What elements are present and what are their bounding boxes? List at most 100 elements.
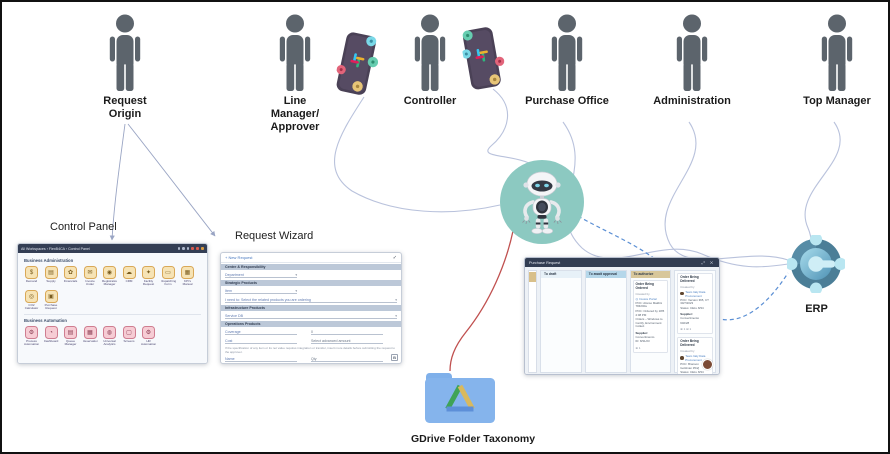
slack-phone-icon: [461, 27, 505, 90]
card-owner: Team Italy Data Procurement: [680, 290, 710, 298]
person-icon: [551, 14, 583, 91]
field-label: Department: [225, 273, 244, 277]
control-panel-app[interactable]: ▦ KPI's Manual: [180, 266, 195, 287]
help-icon[interactable]: [186, 247, 189, 250]
field-value: Qty: [310, 357, 384, 363]
app-icon: ☁: [122, 266, 136, 279]
form-field[interactable]: I need to: Select the related products y…: [221, 295, 401, 304]
app-label: HR Automation: [141, 340, 156, 347]
card-text-line: POC: Branson Goldman 354/j: [680, 362, 700, 370]
confirm-check-icon[interactable]: ✓: [392, 254, 397, 261]
form-field-row[interactable]: Cost Select advanced amount: [221, 336, 401, 345]
expand-icon[interactable]: ⤢: [701, 260, 707, 265]
card-title: Order Being Delivered: [680, 339, 699, 348]
form-field-row[interactable]: Total (NET) Weight: [221, 363, 401, 364]
form-field[interactable]: Service DB▾: [221, 311, 401, 320]
form-field[interactable]: Item▾: [221, 286, 401, 295]
wizard-toolbar: + New Request ✓: [221, 253, 401, 263]
actor-label: Top Manager: [803, 95, 871, 107]
settings-icon[interactable]: [182, 247, 185, 250]
card-link-chip[interactable]: ◎ Invoice Portal: [636, 297, 666, 301]
control-panel-app[interactable]: ▢ Screens: [122, 326, 137, 347]
form-section-header: Strategic Products: [221, 280, 401, 286]
chevron-down-icon: ▾: [295, 273, 298, 277]
control-panel-app[interactable]: ✦ Facility Request: [141, 266, 156, 287]
user-avatar[interactable]: [702, 359, 713, 370]
new-request-button[interactable]: + New Request: [225, 255, 253, 260]
close-icon[interactable]: ✕: [709, 260, 715, 265]
card-text-line: Orders – Windows to Certify, Environment…: [635, 317, 663, 329]
app-label: Dispatching Form: [160, 280, 176, 287]
owner-name: Team Italy Data Procurement: [685, 289, 706, 298]
app-label: Invoice Under: [85, 280, 95, 287]
app-label: Facility Request: [142, 280, 155, 287]
search-icon[interactable]: [177, 247, 180, 250]
app-icon: ▦: [83, 326, 97, 339]
card-field-value: Convertimento: [635, 334, 655, 339]
breadcrumb: All Workspaces › FlexB4CA › Control Pane…: [21, 246, 90, 251]
kanban-card[interactable]: Order Being Delivered Created by Team It…: [677, 273, 713, 335]
form-helper-text: If the specification of any item or its …: [225, 346, 395, 354]
control-panel-app[interactable]: ◍ Universal Analytics: [102, 326, 117, 347]
field-label: Service DB: [225, 314, 243, 318]
control-panel-app[interactable]: ▣ Purchase Request: [44, 290, 59, 311]
control-panel-app[interactable]: ▦ Reservations: [83, 326, 98, 347]
control-panel-app[interactable]: ✿ Financials: [63, 266, 78, 287]
control-panel-app[interactable]: ▤ Supply: [44, 266, 59, 287]
control-panel-app[interactable]: ☁ CRM: [122, 266, 137, 287]
kanban-card[interactable]: Order Being Delivered Created by Team It…: [677, 337, 713, 374]
person-icon: [414, 14, 446, 91]
control-panel-app[interactable]: ◎ CO2 Calculator: [24, 290, 39, 311]
currency-icon: B: [391, 354, 398, 361]
column-cards: Order Being Delivered Created by Team It…: [675, 271, 715, 374]
board-title: Purchase Request: [529, 260, 561, 265]
app-label: Dashboard: [43, 340, 59, 343]
control-panel-app[interactable]: ▭ Dispatching Form: [161, 266, 176, 287]
control-panel-app[interactable]: ✉ Invoice Under: [83, 266, 98, 287]
app-grid-row: ◎ CO2 Calculator ▣ Purchase Request: [24, 290, 201, 311]
actor-controller: Controller: [385, 14, 475, 108]
app-label: CO2 Calculator: [24, 304, 39, 311]
kanban-card[interactable]: Order Being Ordered Created by ◎ Invoice…: [632, 280, 669, 353]
control-panel-caption: Control Panel: [50, 221, 117, 233]
app-label: Queue Manager: [64, 340, 77, 347]
form-field-row[interactable]: Name Qty: [221, 354, 401, 363]
avatar: [680, 356, 684, 360]
notification-icon[interactable]: [191, 247, 194, 250]
avatar[interactable]: [201, 247, 204, 250]
actor-label: Request Origin: [103, 95, 147, 120]
board-side-rail: [528, 270, 537, 373]
app-icon: ⚙: [25, 326, 38, 339]
actor-label: Controller: [403, 95, 457, 107]
control-panel-app[interactable]: ⚙ HR Automation: [141, 326, 156, 347]
app-label: Reservations: [82, 340, 98, 343]
actor-line-manager-approver: Line Manager/ Approver: [250, 14, 340, 134]
column-cards: [541, 278, 581, 372]
control-panel-titlebar: All Workspaces › FlexB4CA › Control Pane…: [18, 244, 207, 253]
automation-robot-badge: [500, 160, 584, 244]
app-icon: ▤: [64, 326, 77, 339]
apps-icon[interactable]: [196, 247, 199, 250]
control-panel-app[interactable]: ◉ Registration Manager: [102, 266, 117, 287]
chevron-down-icon: ▾: [395, 298, 397, 302]
erp-label: ERP: [805, 303, 828, 315]
control-panel-app[interactable]: $ Demand: [24, 266, 39, 287]
app-icon: ✿: [64, 266, 77, 279]
actor-top-manager: Top Manager: [792, 14, 882, 108]
control-panel-app[interactable]: ◔ Dashboard: [44, 326, 59, 347]
control-panel-app[interactable]: ⚙ Process Automation: [24, 326, 39, 347]
card-title: Order Being Ordered: [635, 282, 654, 290]
person-icon: [109, 14, 141, 91]
card-title: Order Being Delivered: [680, 275, 699, 283]
form-section-header: Centre & Responsibility: [221, 264, 401, 270]
titlebar-icons: ⤢ ✕: [702, 260, 715, 265]
app-label: Registration Manager: [102, 280, 117, 287]
app-icon: ▣: [44, 290, 58, 303]
form-field-row[interactable]: Coverage 0: [221, 327, 401, 336]
app-icon: ▦: [181, 266, 194, 279]
form-field[interactable]: Department ▾: [221, 270, 401, 279]
app-label: Supply: [46, 280, 56, 283]
control-panel-app[interactable]: ▤ Queue Manager: [63, 326, 78, 347]
app-label: Process Automation: [24, 340, 39, 347]
card-field-label: Supplier:: [680, 312, 693, 317]
